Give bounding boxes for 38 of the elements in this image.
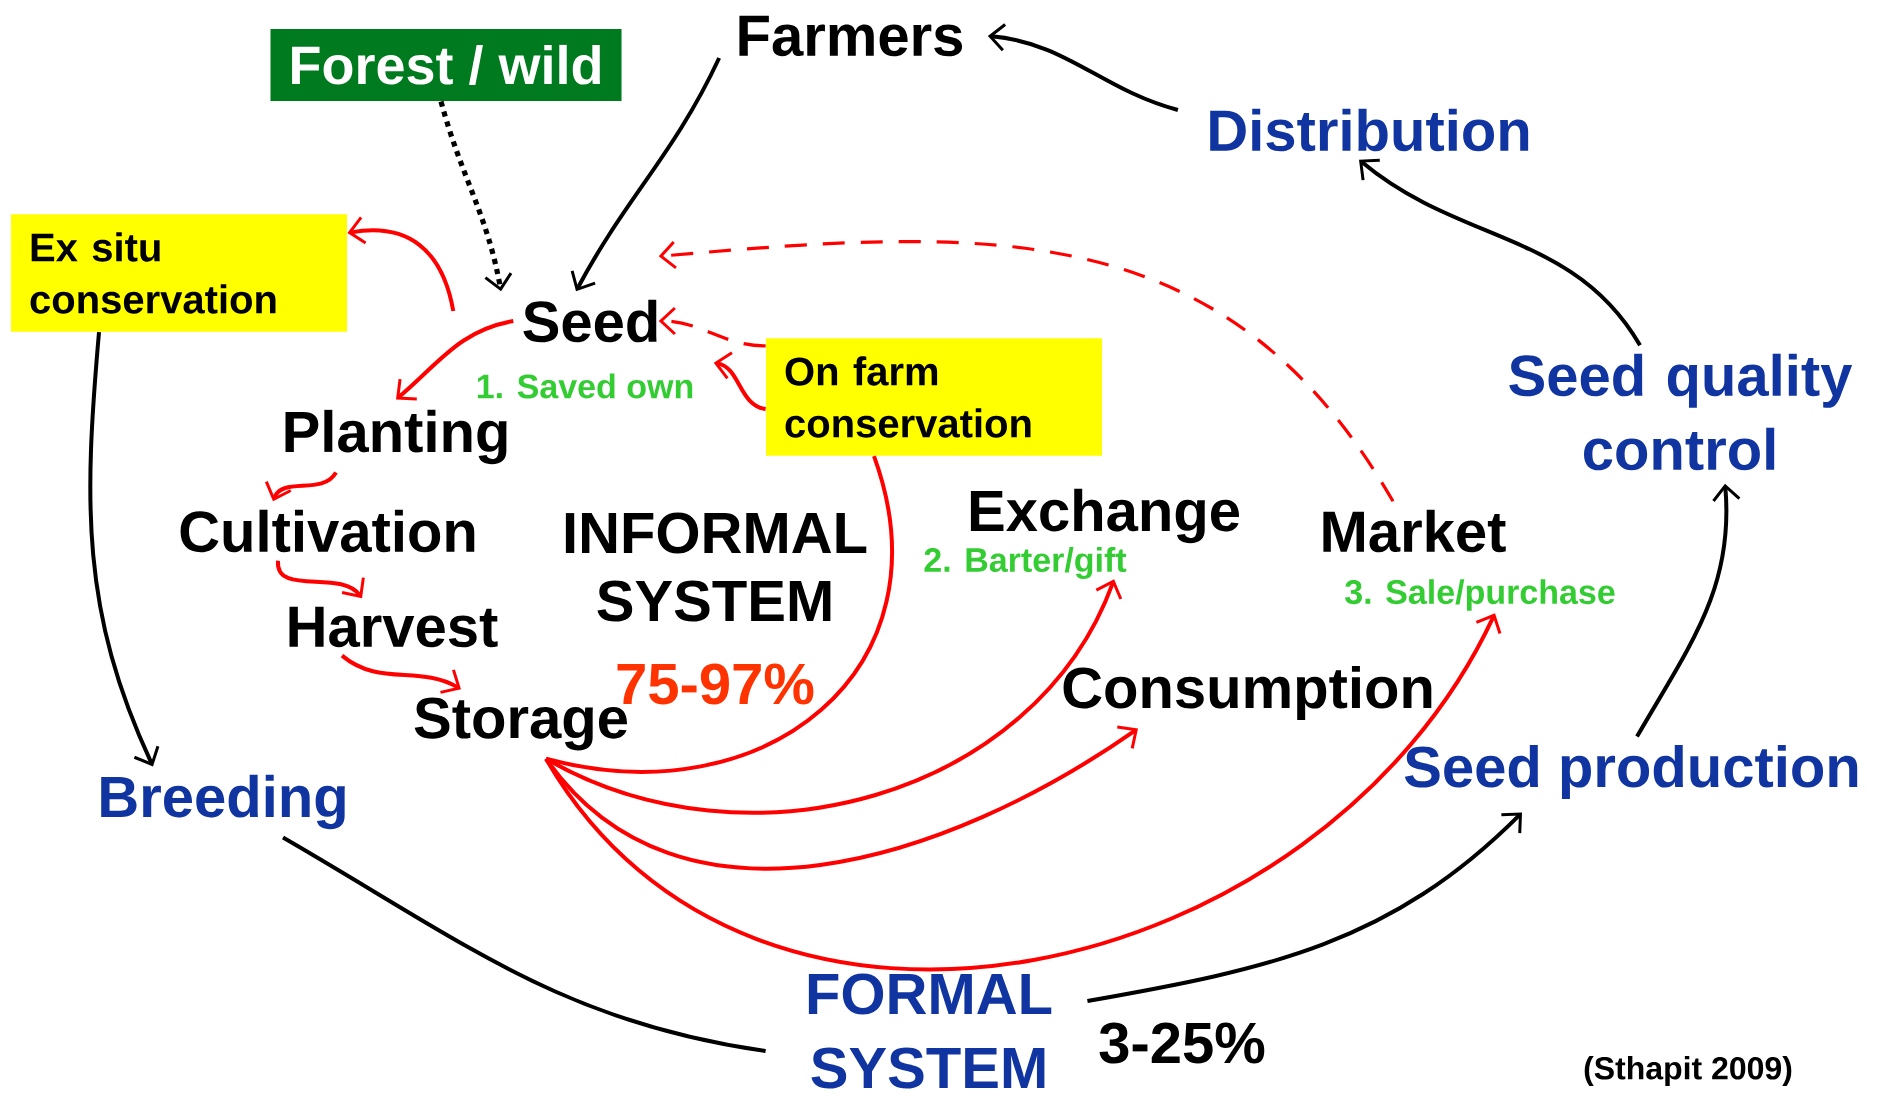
stage-label: Cultivation bbox=[180, 509, 475, 553]
arrow bbox=[987, 23, 1179, 112]
stage-label: Distribution bbox=[1210, 108, 1529, 152]
conservation-box: On farm conservation bbox=[766, 338, 1102, 456]
text-label: INFORMAL SYSTEM bbox=[565, 512, 867, 622]
arrow bbox=[658, 306, 766, 348]
arrow bbox=[1087, 812, 1522, 1003]
arrow bbox=[570, 57, 721, 292]
stage-label: Seed production bbox=[1404, 745, 1858, 800]
arrow bbox=[264, 471, 338, 502]
note-label: 3. Sale/purchase bbox=[1345, 579, 1615, 611]
arrow bbox=[658, 240, 1395, 503]
text-label: (Sthapit 2009) bbox=[1584, 1056, 1792, 1086]
stage-label: Harvest bbox=[289, 606, 498, 648]
arrow bbox=[396, 319, 514, 401]
source-box: Forest / wild bbox=[270, 28, 622, 102]
note-label: 3-25% bbox=[1099, 1022, 1265, 1064]
stage-label: Market bbox=[1323, 509, 1506, 553]
stage-label: Consumption bbox=[1063, 666, 1432, 721]
arrow bbox=[347, 216, 456, 312]
stage-label: FORMAL SYSTEM bbox=[808, 973, 1052, 1089]
stage-label: Seed bbox=[523, 299, 657, 343]
note-label: 2. Barter/gift bbox=[924, 547, 1127, 579]
stage-label: Seed quality control bbox=[1509, 353, 1853, 471]
conservation-box: Ex situ conservation bbox=[11, 214, 347, 332]
stage-label: Planting bbox=[285, 409, 507, 465]
arrow bbox=[544, 725, 1138, 871]
arrow bbox=[545, 579, 1123, 815]
note-label: 1. Saved own bbox=[477, 373, 693, 399]
arrow bbox=[1359, 158, 1642, 347]
arrow bbox=[544, 613, 1502, 972]
arrow bbox=[340, 654, 461, 694]
stage-label: Breeding bbox=[101, 774, 345, 830]
arrow bbox=[438, 100, 513, 292]
stage-label: Farmers bbox=[739, 15, 963, 57]
arrow bbox=[88, 331, 160, 767]
stage-label: Exchange bbox=[970, 488, 1239, 544]
arrow bbox=[1635, 483, 1741, 738]
